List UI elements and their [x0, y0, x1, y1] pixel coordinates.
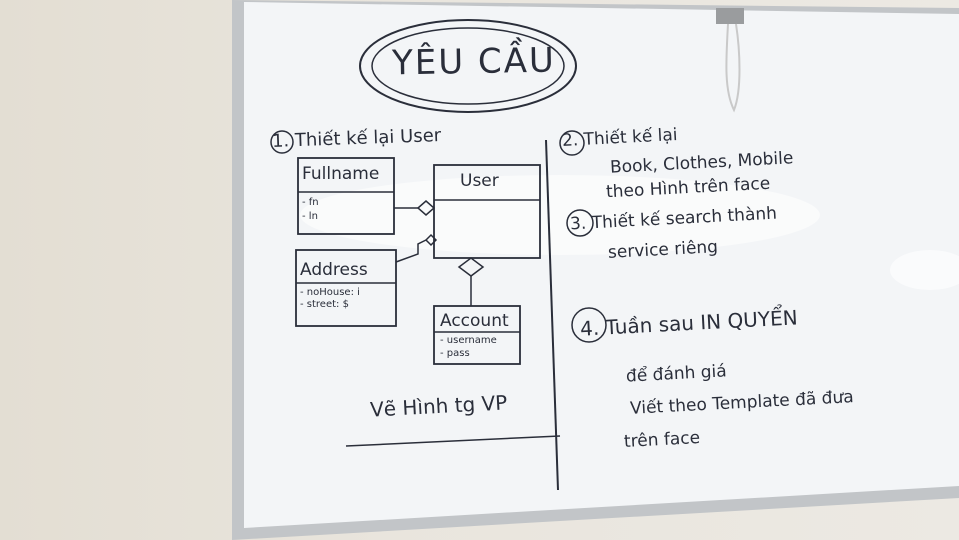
fullname-label: Fullname: [302, 164, 380, 184]
title-cloud: [359, 19, 577, 113]
fullname-attr-2: - ln: [302, 211, 318, 222]
footer-underline: [345, 435, 561, 447]
diamond-account: [457, 257, 485, 277]
diamond-address: [424, 233, 438, 247]
user-label: User: [460, 171, 499, 191]
num-circle-2: [559, 130, 585, 156]
num-circle-4: [571, 307, 607, 343]
account-box: [433, 305, 521, 365]
account-label: Account: [440, 311, 509, 331]
address-attr-2: - street: $: [300, 299, 349, 310]
title-cloud-inner: [371, 27, 565, 105]
diamond-fullname: [416, 200, 436, 216]
account-attr-2: - pass: [440, 348, 470, 359]
clip: [716, 8, 744, 24]
link-address-user: [395, 239, 427, 263]
account-attr-1: - username: [440, 335, 497, 346]
board-title: YÊU CẦU: [391, 40, 557, 84]
num-circle-3: [566, 209, 594, 237]
divider-line: [545, 139, 559, 491]
fullname-attr-1: - fn: [302, 197, 319, 208]
fullname-box: [297, 157, 395, 235]
num-circle-1: [270, 130, 294, 154]
address-label: Address: [300, 260, 368, 280]
user-box: [433, 164, 541, 259]
address-box: [295, 249, 397, 327]
board-surface: [244, 2, 959, 528]
glare: [890, 250, 959, 290]
string: [725, 23, 741, 113]
address-attr-1: - noHouse: i: [300, 287, 360, 298]
item4-line4: trên face: [623, 428, 701, 452]
